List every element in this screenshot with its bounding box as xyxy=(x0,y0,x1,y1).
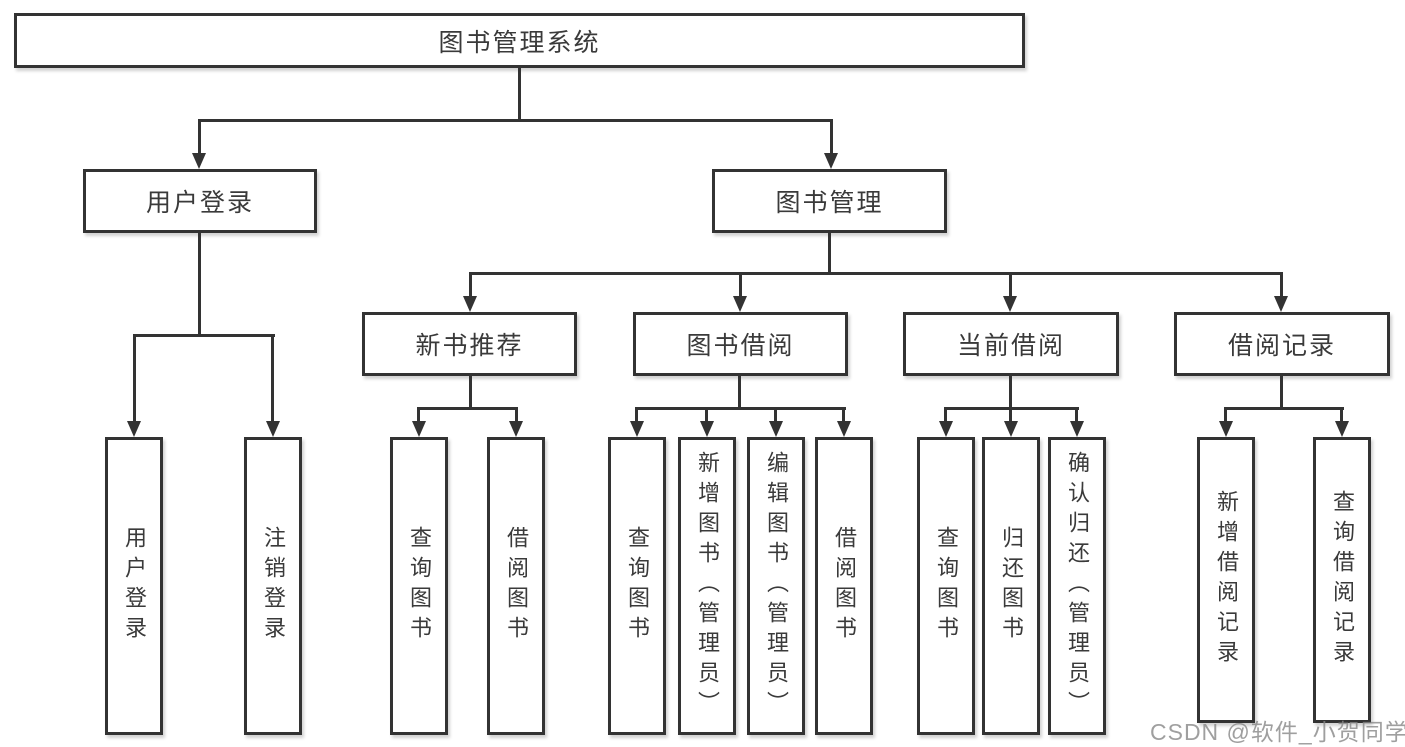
leaf-user-login-label: 用户登录 xyxy=(122,526,147,646)
connector-line xyxy=(198,119,832,122)
csdn-watermark: CSDN @软件_小贺同学 xyxy=(1150,719,1405,745)
connector-line xyxy=(842,407,845,424)
connector-line xyxy=(1009,272,1012,298)
node-new-book: 新书推荐 xyxy=(362,312,577,376)
connector-line xyxy=(828,233,831,272)
connector-line xyxy=(1075,407,1078,424)
arrowhead-down-icon xyxy=(509,421,523,437)
connector-line xyxy=(1280,272,1283,298)
leaf-record-add-label: 新增借阅记录 xyxy=(1214,490,1239,670)
connector-line xyxy=(1009,376,1012,407)
arrowhead-down-icon xyxy=(939,421,953,437)
connector-line xyxy=(198,119,201,155)
leaf-borrow-borrow: 借阅图书 xyxy=(815,437,873,735)
leaf-current-query-label: 查询图书 xyxy=(934,526,959,646)
arrowhead-down-icon xyxy=(837,421,851,437)
arrowhead-down-icon xyxy=(266,421,280,437)
node-current-borrow-label: 当前借阅 xyxy=(956,332,1065,360)
connector-line xyxy=(271,334,274,423)
connector-line xyxy=(1280,376,1283,407)
leaf-user-login: 用户登录 xyxy=(105,437,163,735)
arrowhead-down-icon xyxy=(1003,296,1017,312)
connector-line xyxy=(738,376,741,407)
connector-line xyxy=(198,233,201,334)
arrowhead-down-icon xyxy=(824,153,838,169)
arrowhead-down-icon xyxy=(1004,421,1018,437)
arrowhead-down-icon xyxy=(733,296,747,312)
arrowhead-down-icon xyxy=(769,421,783,437)
leaf-newbook-query-label: 查询图书 xyxy=(407,526,432,646)
connector-line xyxy=(1009,407,1012,424)
connector-line xyxy=(774,407,777,424)
connector-line xyxy=(1224,407,1344,410)
connector-line xyxy=(830,119,833,155)
connector-line xyxy=(1340,407,1343,424)
connector-line xyxy=(635,407,638,424)
connector-line xyxy=(417,407,420,424)
connector-line xyxy=(469,272,1283,275)
leaf-borrow-edit-label: 编辑图书（管理员） xyxy=(764,451,789,721)
arrowhead-down-icon xyxy=(630,421,644,437)
connector-line xyxy=(518,68,521,119)
node-book-borrow-label: 图书借阅 xyxy=(686,332,795,360)
arrowhead-down-icon xyxy=(1335,421,1349,437)
node-book-mgmt-label: 图书管理 xyxy=(775,189,884,217)
leaf-borrow-query: 查询图书 xyxy=(608,437,666,735)
node-borrow-record-label: 借阅记录 xyxy=(1227,332,1336,360)
leaf-newbook-query: 查询图书 xyxy=(390,437,448,735)
arrowhead-down-icon xyxy=(1274,296,1288,312)
arrowhead-down-icon xyxy=(1070,421,1084,437)
connector-line xyxy=(469,376,472,407)
arrowhead-down-icon xyxy=(1219,421,1233,437)
node-current-borrow: 当前借阅 xyxy=(903,312,1119,376)
node-root: 图书管理系统 xyxy=(14,13,1025,68)
connector-line xyxy=(705,407,708,424)
node-new-book-label: 新书推荐 xyxy=(415,332,524,360)
connector-line xyxy=(515,407,518,424)
leaf-borrow-borrow-label: 借阅图书 xyxy=(832,526,857,646)
leaf-newbook-borrow-label: 借阅图书 xyxy=(504,526,529,646)
leaf-current-return-label: 归还图书 xyxy=(999,526,1024,646)
arrowhead-down-icon xyxy=(700,421,714,437)
leaf-current-confirm: 确认归还（管理员） xyxy=(1048,437,1106,735)
leaf-borrow-edit: 编辑图书（管理员） xyxy=(747,437,805,735)
connector-line xyxy=(739,272,742,298)
arrowhead-down-icon xyxy=(463,296,477,312)
leaf-record-add: 新增借阅记录 xyxy=(1197,437,1255,723)
leaf-borrow-query-label: 查询图书 xyxy=(625,526,650,646)
node-root-label: 图书管理系统 xyxy=(438,28,601,57)
connector-line xyxy=(1224,407,1227,424)
leaf-current-query: 查询图书 xyxy=(917,437,975,735)
connector-line xyxy=(944,407,947,424)
leaf-logout: 注销登录 xyxy=(244,437,302,735)
leaf-newbook-borrow: 借阅图书 xyxy=(487,437,545,735)
connector-line xyxy=(133,334,136,423)
leaf-current-confirm-label: 确认归还（管理员） xyxy=(1065,451,1090,721)
node-book-borrow: 图书借阅 xyxy=(633,312,848,376)
leaf-logout-label: 注销登录 xyxy=(261,526,286,646)
arrowhead-down-icon xyxy=(127,421,141,437)
node-user-login: 用户登录 xyxy=(83,169,317,233)
arrowhead-down-icon xyxy=(192,153,206,169)
node-borrow-record: 借阅记录 xyxy=(1174,312,1390,376)
node-user-login-label: 用户登录 xyxy=(145,189,254,217)
leaf-record-query: 查询借阅记录 xyxy=(1313,437,1371,723)
node-book-mgmt: 图书管理 xyxy=(712,169,947,233)
connector-line xyxy=(469,272,472,298)
leaf-borrow-add: 新增图书（管理员） xyxy=(678,437,736,735)
connector-line xyxy=(417,407,518,410)
arrowhead-down-icon xyxy=(412,421,426,437)
leaf-current-return: 归还图书 xyxy=(982,437,1040,735)
leaf-record-query-label: 查询借阅记录 xyxy=(1330,490,1355,670)
leaf-borrow-add-label: 新增图书（管理员） xyxy=(695,451,720,721)
connector-line xyxy=(133,334,275,337)
connector-line xyxy=(635,407,846,410)
